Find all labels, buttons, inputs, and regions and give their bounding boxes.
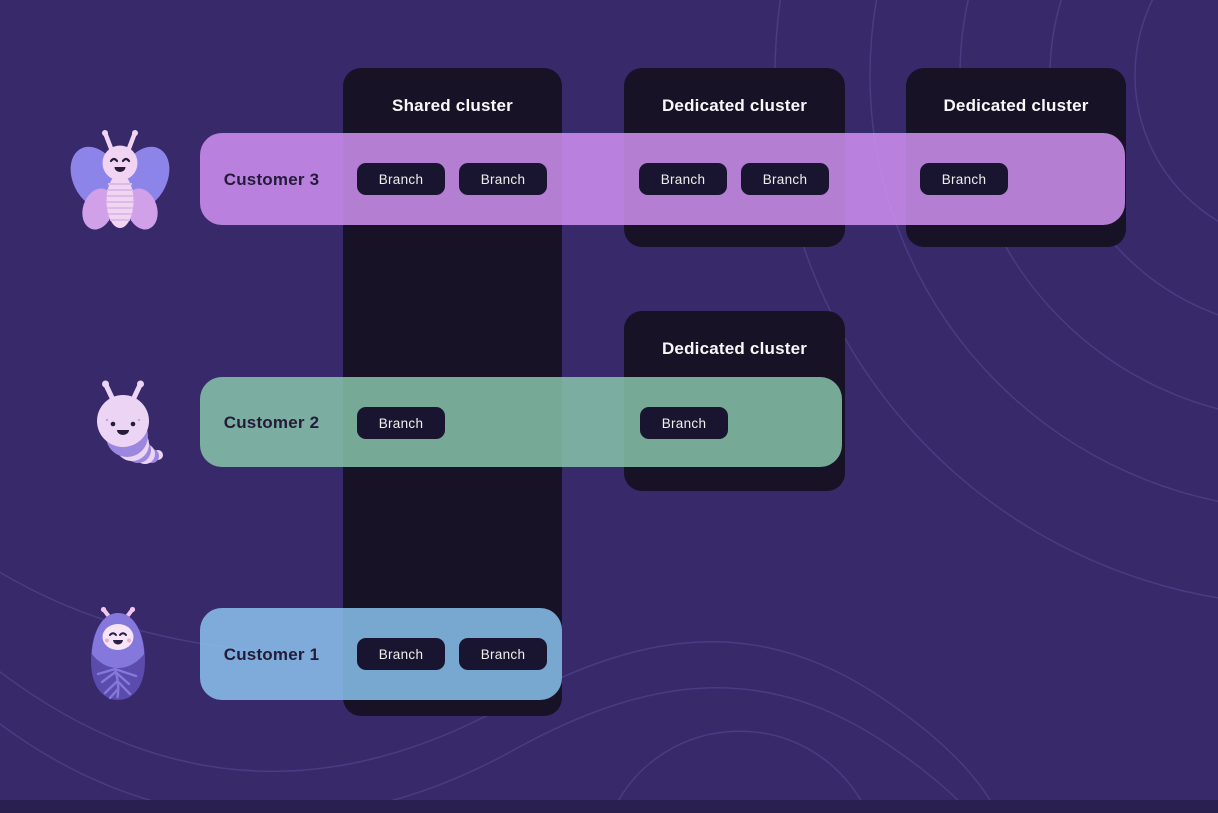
branch-pill: Branch [459, 163, 547, 195]
branch-pill: Branch [459, 638, 547, 670]
cluster-title: Dedicated cluster [661, 96, 808, 115]
branch-pill: Branch [357, 407, 445, 439]
branch-pill: Branch [920, 163, 1008, 195]
branch-pill: Branch [357, 163, 445, 195]
caterpillar-mascot-icon [97, 380, 163, 464]
customer3-label: Customer 3 [223, 170, 320, 189]
customer2-band [200, 377, 842, 467]
cluster-title: Dedicated cluster [943, 96, 1089, 115]
branch-pill: Branch [640, 407, 728, 439]
customer2-label: Customer 2 [223, 413, 320, 432]
chrysalis-mascot-icon [91, 606, 145, 700]
customer1-label: Customer 1 [223, 645, 320, 664]
cluster-title: Shared cluster [392, 96, 513, 115]
cluster-title: Dedicated cluster [661, 339, 808, 358]
butterfly-mascot-icon [70, 130, 170, 230]
branch-pill: Branch [741, 163, 829, 195]
bottom-edge-strip [0, 800, 1218, 813]
branch-pill: Branch [639, 163, 727, 195]
branch-pill: Branch [357, 638, 445, 670]
